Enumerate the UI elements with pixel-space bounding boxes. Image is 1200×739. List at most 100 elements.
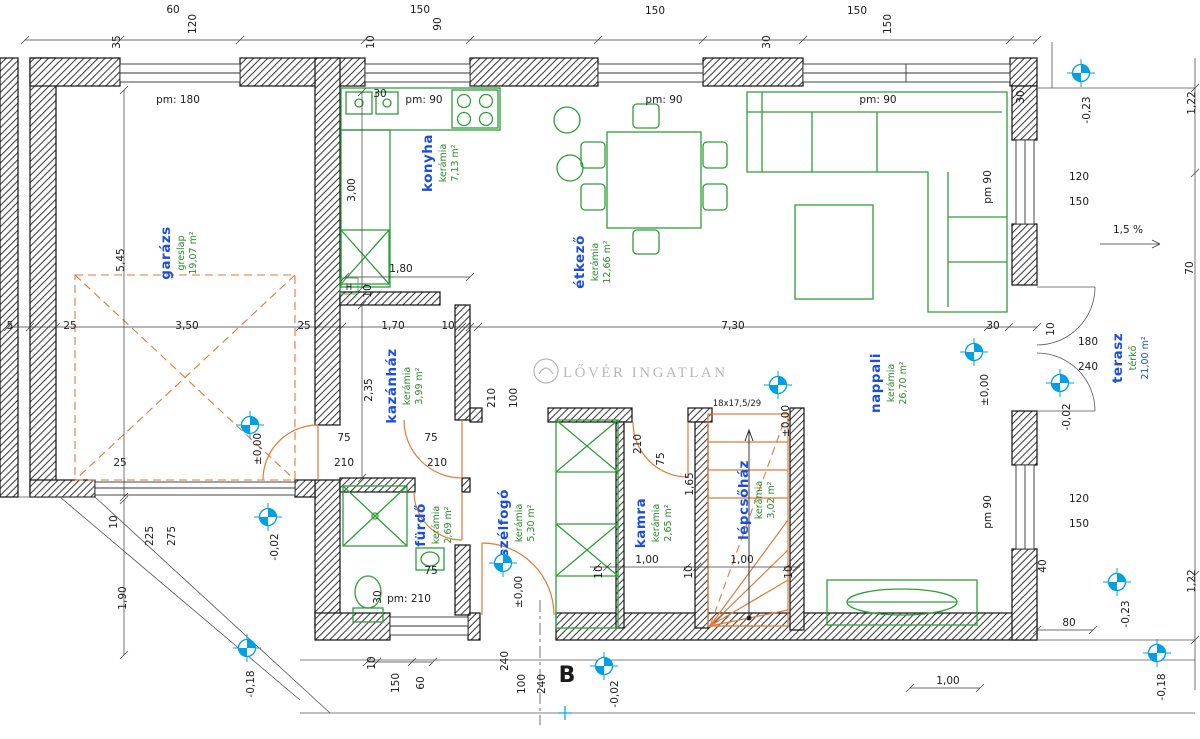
dimension-label: 150 bbox=[847, 5, 867, 17]
dimension-label: 150 bbox=[645, 5, 665, 17]
dimension-label: 30 bbox=[373, 88, 386, 100]
room-name-label: terasz bbox=[1110, 333, 1126, 383]
elevation-marker-icon bbox=[1142, 638, 1172, 668]
section-marker-b: B bbox=[559, 663, 576, 688]
watermark: LŐVÉR INGATLAN bbox=[533, 358, 728, 384]
elevation-marker-icon bbox=[232, 633, 262, 663]
elevation-label: -0,23 bbox=[1081, 96, 1093, 123]
dimension-label: 1,00 bbox=[730, 554, 753, 566]
dimension-label: 75 bbox=[655, 452, 667, 465]
parapet-label: pm: 90 bbox=[405, 94, 442, 106]
room-material-label: kerámia bbox=[651, 504, 662, 542]
dimension-line bbox=[119, 495, 129, 660]
room-area-label: 2,69 m² bbox=[443, 506, 454, 543]
dimension-label: 150 bbox=[1069, 518, 1089, 530]
bathroom-fixtures bbox=[342, 485, 445, 623]
dimension-label: 1,70 bbox=[381, 320, 404, 332]
dimension-label: 1,65 bbox=[684, 472, 696, 495]
coffee-table bbox=[794, 204, 874, 300]
room-material-label: kerámia bbox=[590, 243, 601, 281]
room-area-label: 12,66 m² bbox=[602, 240, 613, 283]
dimension-label: 10 bbox=[108, 515, 120, 528]
elevation-label: ±0,00 bbox=[979, 374, 991, 406]
room-name-label: konyha bbox=[420, 134, 436, 192]
parapet-label: pm 90 bbox=[982, 495, 994, 529]
dimension-label: 30 bbox=[372, 590, 384, 603]
room-name-label: szélfogó bbox=[496, 489, 512, 557]
dimension-label: 120 bbox=[1069, 171, 1089, 183]
dimension-label: 25 bbox=[297, 320, 310, 332]
dimension-label: 1,00 bbox=[936, 675, 959, 687]
room-name-label: lépcsőház bbox=[736, 460, 752, 540]
dimension-label: 10 bbox=[783, 565, 795, 578]
elevation-marker-icon bbox=[763, 370, 793, 400]
dimension-line bbox=[340, 272, 475, 282]
room-area-label: 7,13 m² bbox=[450, 144, 461, 181]
dimension-label: 5,45 bbox=[115, 248, 127, 271]
room-name-label: kamra bbox=[633, 498, 649, 548]
site-lines bbox=[18, 42, 1195, 725]
dimension-line bbox=[357, 300, 367, 483]
dimension-line bbox=[20, 35, 1042, 45]
wardrobe bbox=[555, 419, 619, 629]
room-area-label: 3,99 m² bbox=[414, 367, 425, 404]
windows bbox=[94, 63, 1035, 636]
terrace-slope: 1,5 % bbox=[1100, 224, 1161, 249]
dimension-label: 3,50 bbox=[175, 320, 198, 332]
dimension-line bbox=[590, 562, 802, 572]
elevation-label: -0,02 bbox=[1061, 403, 1073, 430]
elevation-marker-icon bbox=[1102, 567, 1132, 597]
elevation-label: -0,23 bbox=[1120, 600, 1132, 627]
elevation-marker-icon bbox=[959, 337, 989, 367]
dimension-label: 40 bbox=[1037, 559, 1049, 572]
dimension-label: 60 bbox=[415, 676, 427, 689]
room-material-label: kerámia bbox=[886, 364, 897, 402]
room-material-label: kerámia bbox=[438, 144, 449, 182]
dimension-line bbox=[1190, 58, 1200, 690]
elevation-label: -0,18 bbox=[1156, 673, 1168, 700]
boiler-label: H bbox=[346, 283, 352, 293]
dimension-label: 150 bbox=[882, 14, 894, 34]
parapet-label: pm: 180 bbox=[156, 94, 200, 106]
dimension-label: 10 bbox=[1045, 322, 1057, 335]
dimension-line bbox=[357, 87, 367, 293]
dimension-label: 10 bbox=[441, 320, 454, 332]
dimension-label: 1,22 bbox=[1186, 91, 1198, 114]
dimension-label: 75 bbox=[424, 565, 437, 577]
dimension-label: 275 bbox=[166, 526, 178, 546]
dimension-label: 1,90 bbox=[117, 586, 129, 609]
dimension-label: 100 bbox=[508, 388, 520, 408]
doors bbox=[262, 286, 1096, 616]
dimension-label: 3,00 bbox=[346, 178, 358, 201]
dimension-label: 5 bbox=[7, 320, 14, 332]
elevation-marker-icon bbox=[1066, 58, 1096, 88]
survey-cross-icon bbox=[558, 706, 572, 720]
dimension-label: 225 bbox=[144, 526, 156, 546]
elevation-label: ±0,00 bbox=[513, 576, 525, 608]
dimension-label: 100 bbox=[516, 674, 528, 694]
elevation-marker-icon bbox=[589, 651, 619, 681]
room-area-label: 26,70 m² bbox=[898, 361, 909, 404]
dimension-label: 240 bbox=[536, 674, 548, 694]
dimension-label: 240 bbox=[499, 651, 511, 671]
dimension-label: 25 bbox=[113, 457, 126, 469]
dimension-label: 30 bbox=[986, 320, 999, 332]
room-material-label: kerámia bbox=[431, 506, 442, 544]
dimension-label: 10 bbox=[365, 35, 377, 48]
dimension-label: 150 bbox=[1069, 196, 1089, 208]
dimension-label: 7,30 bbox=[721, 320, 744, 332]
watermark-text: LŐVÉR INGATLAN bbox=[563, 364, 728, 381]
room-area-label: 5,30 m² bbox=[526, 504, 537, 541]
parapet-label: pm: 90 bbox=[645, 94, 682, 106]
dimension-label: 210 bbox=[486, 388, 498, 408]
room-name-label: garázs bbox=[158, 226, 174, 279]
room-material-label: kerámia bbox=[514, 504, 525, 542]
room-material-label: greslap bbox=[176, 235, 187, 270]
dimension-label: 75 bbox=[337, 432, 350, 444]
slope-label: 1,5 % bbox=[1113, 224, 1143, 236]
garage-roof-outline bbox=[74, 274, 296, 481]
kitchen-counter bbox=[340, 87, 501, 288]
dimension-label: 10 bbox=[683, 565, 695, 578]
dimension-label: 180 bbox=[1078, 336, 1098, 348]
